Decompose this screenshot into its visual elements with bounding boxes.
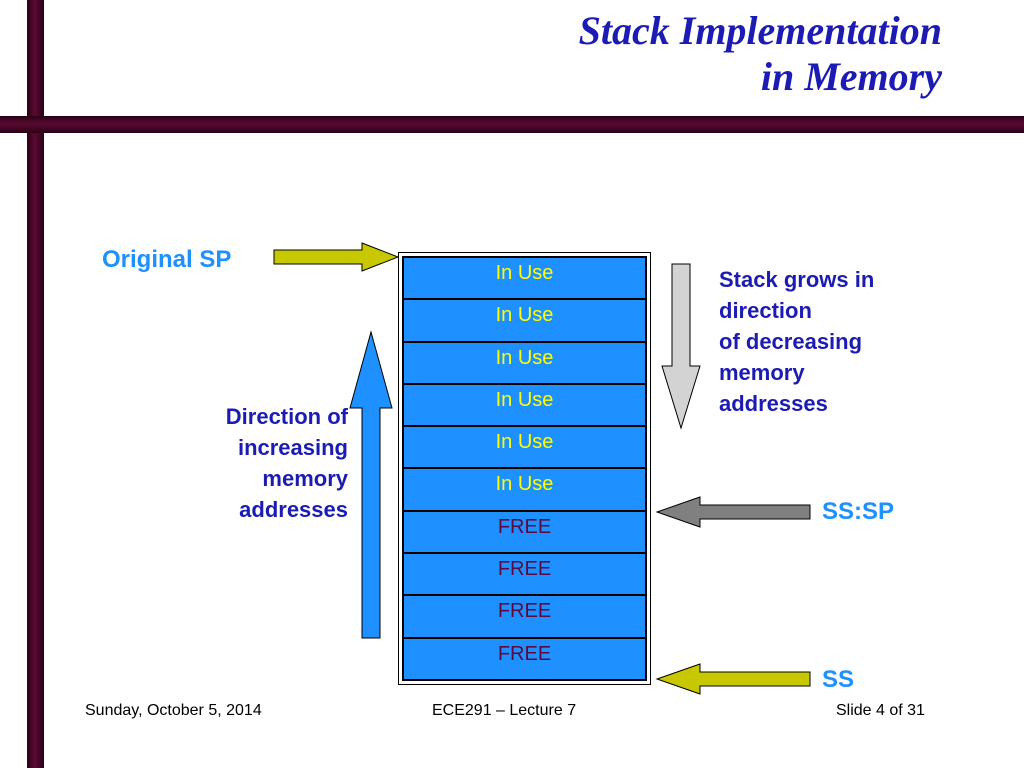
- stack-grows-line: memory: [719, 360, 805, 385]
- stack-grows-line: addresses: [719, 391, 828, 416]
- increasing-address-line: Direction of: [225, 404, 348, 429]
- slide-title: Stack Implementation in Memory: [579, 8, 942, 100]
- increasing-address-line: memory: [262, 466, 348, 491]
- stack-cell-free: FREE: [404, 554, 645, 595]
- stack-cell-in-use: In Use: [404, 384, 645, 426]
- left-decorative-bar: [27, 0, 44, 768]
- stack-cell-in-use: In Use: [404, 300, 645, 341]
- footer-lecture: ECE291 – Lecture 7: [432, 702, 577, 719]
- stack-grows-line: direction: [719, 298, 812, 323]
- stack-cell-in-use: In Use: [404, 427, 645, 468]
- original-sp-arrow: [273, 242, 400, 272]
- slide-title-line-1: Stack Implementation: [578, 8, 942, 53]
- increasing-address-label: Direction of increasing memory addresses: [180, 401, 348, 525]
- stack-cell-free: FREE: [404, 596, 645, 637]
- stack-grows-arrow: [661, 263, 701, 430]
- footer-slide-number: Slide 4 of 31: [836, 702, 925, 719]
- slide-title-line-2: in Memory: [760, 54, 942, 99]
- stack-cell-free: FREE: [404, 511, 645, 553]
- ss-arrow: [655, 663, 811, 695]
- title-underline-bar: [0, 116, 1024, 133]
- increasing-address-arrow: [349, 330, 393, 639]
- original-sp-label: Original SP: [102, 246, 232, 273]
- increasing-address-line: increasing: [237, 435, 348, 460]
- ss-label: SS: [822, 666, 855, 693]
- ss-sp-label: SS:SP: [822, 498, 895, 525]
- increasing-address-line: addresses: [239, 497, 348, 522]
- stack-cell-in-use: In Use: [404, 258, 645, 299]
- stack-cell-in-use: In Use: [404, 469, 645, 510]
- stack-cell-free: FREE: [404, 638, 645, 679]
- stack-grows-label: Stack grows in direction of decreasing m…: [719, 264, 939, 419]
- ss-sp-arrow: [655, 496, 811, 528]
- stack-grows-line: of decreasing: [719, 329, 863, 354]
- stack-cell-in-use: In Use: [404, 342, 645, 383]
- footer-date: Sunday, October 5, 2014: [85, 702, 262, 719]
- stack-grows-line: Stack grows in: [719, 267, 875, 292]
